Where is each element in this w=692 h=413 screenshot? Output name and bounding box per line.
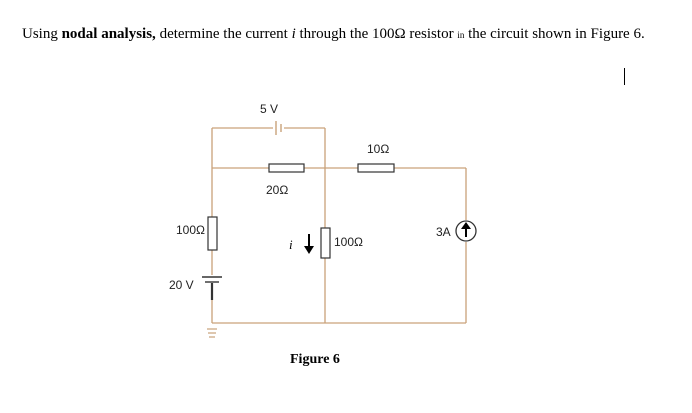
resistor-20-ohm xyxy=(268,163,305,173)
question-part2: determine the current xyxy=(155,26,292,42)
wires xyxy=(211,127,467,324)
question-part3: through the 100Ω resistor xyxy=(295,26,458,42)
question-part4: the circuit shown in Figure 6. xyxy=(464,26,645,42)
current-label: i xyxy=(289,237,293,252)
r20-label: 20Ω xyxy=(266,183,288,197)
question-text: Using nodal analysis, determine the curr… xyxy=(22,26,687,43)
current-arrow-icon xyxy=(304,234,314,254)
source-20v-symbol xyxy=(202,276,222,300)
resistor-10-ohm xyxy=(357,163,395,173)
resistor-100-ohm-left xyxy=(207,216,218,251)
question-part1: Using xyxy=(22,26,62,42)
current-source-3a-symbol xyxy=(455,220,477,242)
r100-left-label: 100Ω xyxy=(176,223,205,237)
question-bold: nodal analysis, xyxy=(61,26,156,42)
figure-caption: Figure 6 xyxy=(290,352,340,367)
source-20v-label: 20 V xyxy=(169,278,194,292)
current-source-label: 3A xyxy=(436,225,451,239)
r10-label: 10Ω xyxy=(367,142,389,156)
source-5v-symbol xyxy=(275,121,282,135)
ground-icon xyxy=(207,328,217,338)
source-5v-label: 5 V xyxy=(260,102,278,116)
question-small-word: in xyxy=(457,30,465,40)
text-cursor xyxy=(624,68,625,85)
r100-center-label: 100Ω xyxy=(334,235,363,249)
question-current-symbol: i xyxy=(291,26,296,42)
resistor-100-ohm-center xyxy=(320,227,331,259)
